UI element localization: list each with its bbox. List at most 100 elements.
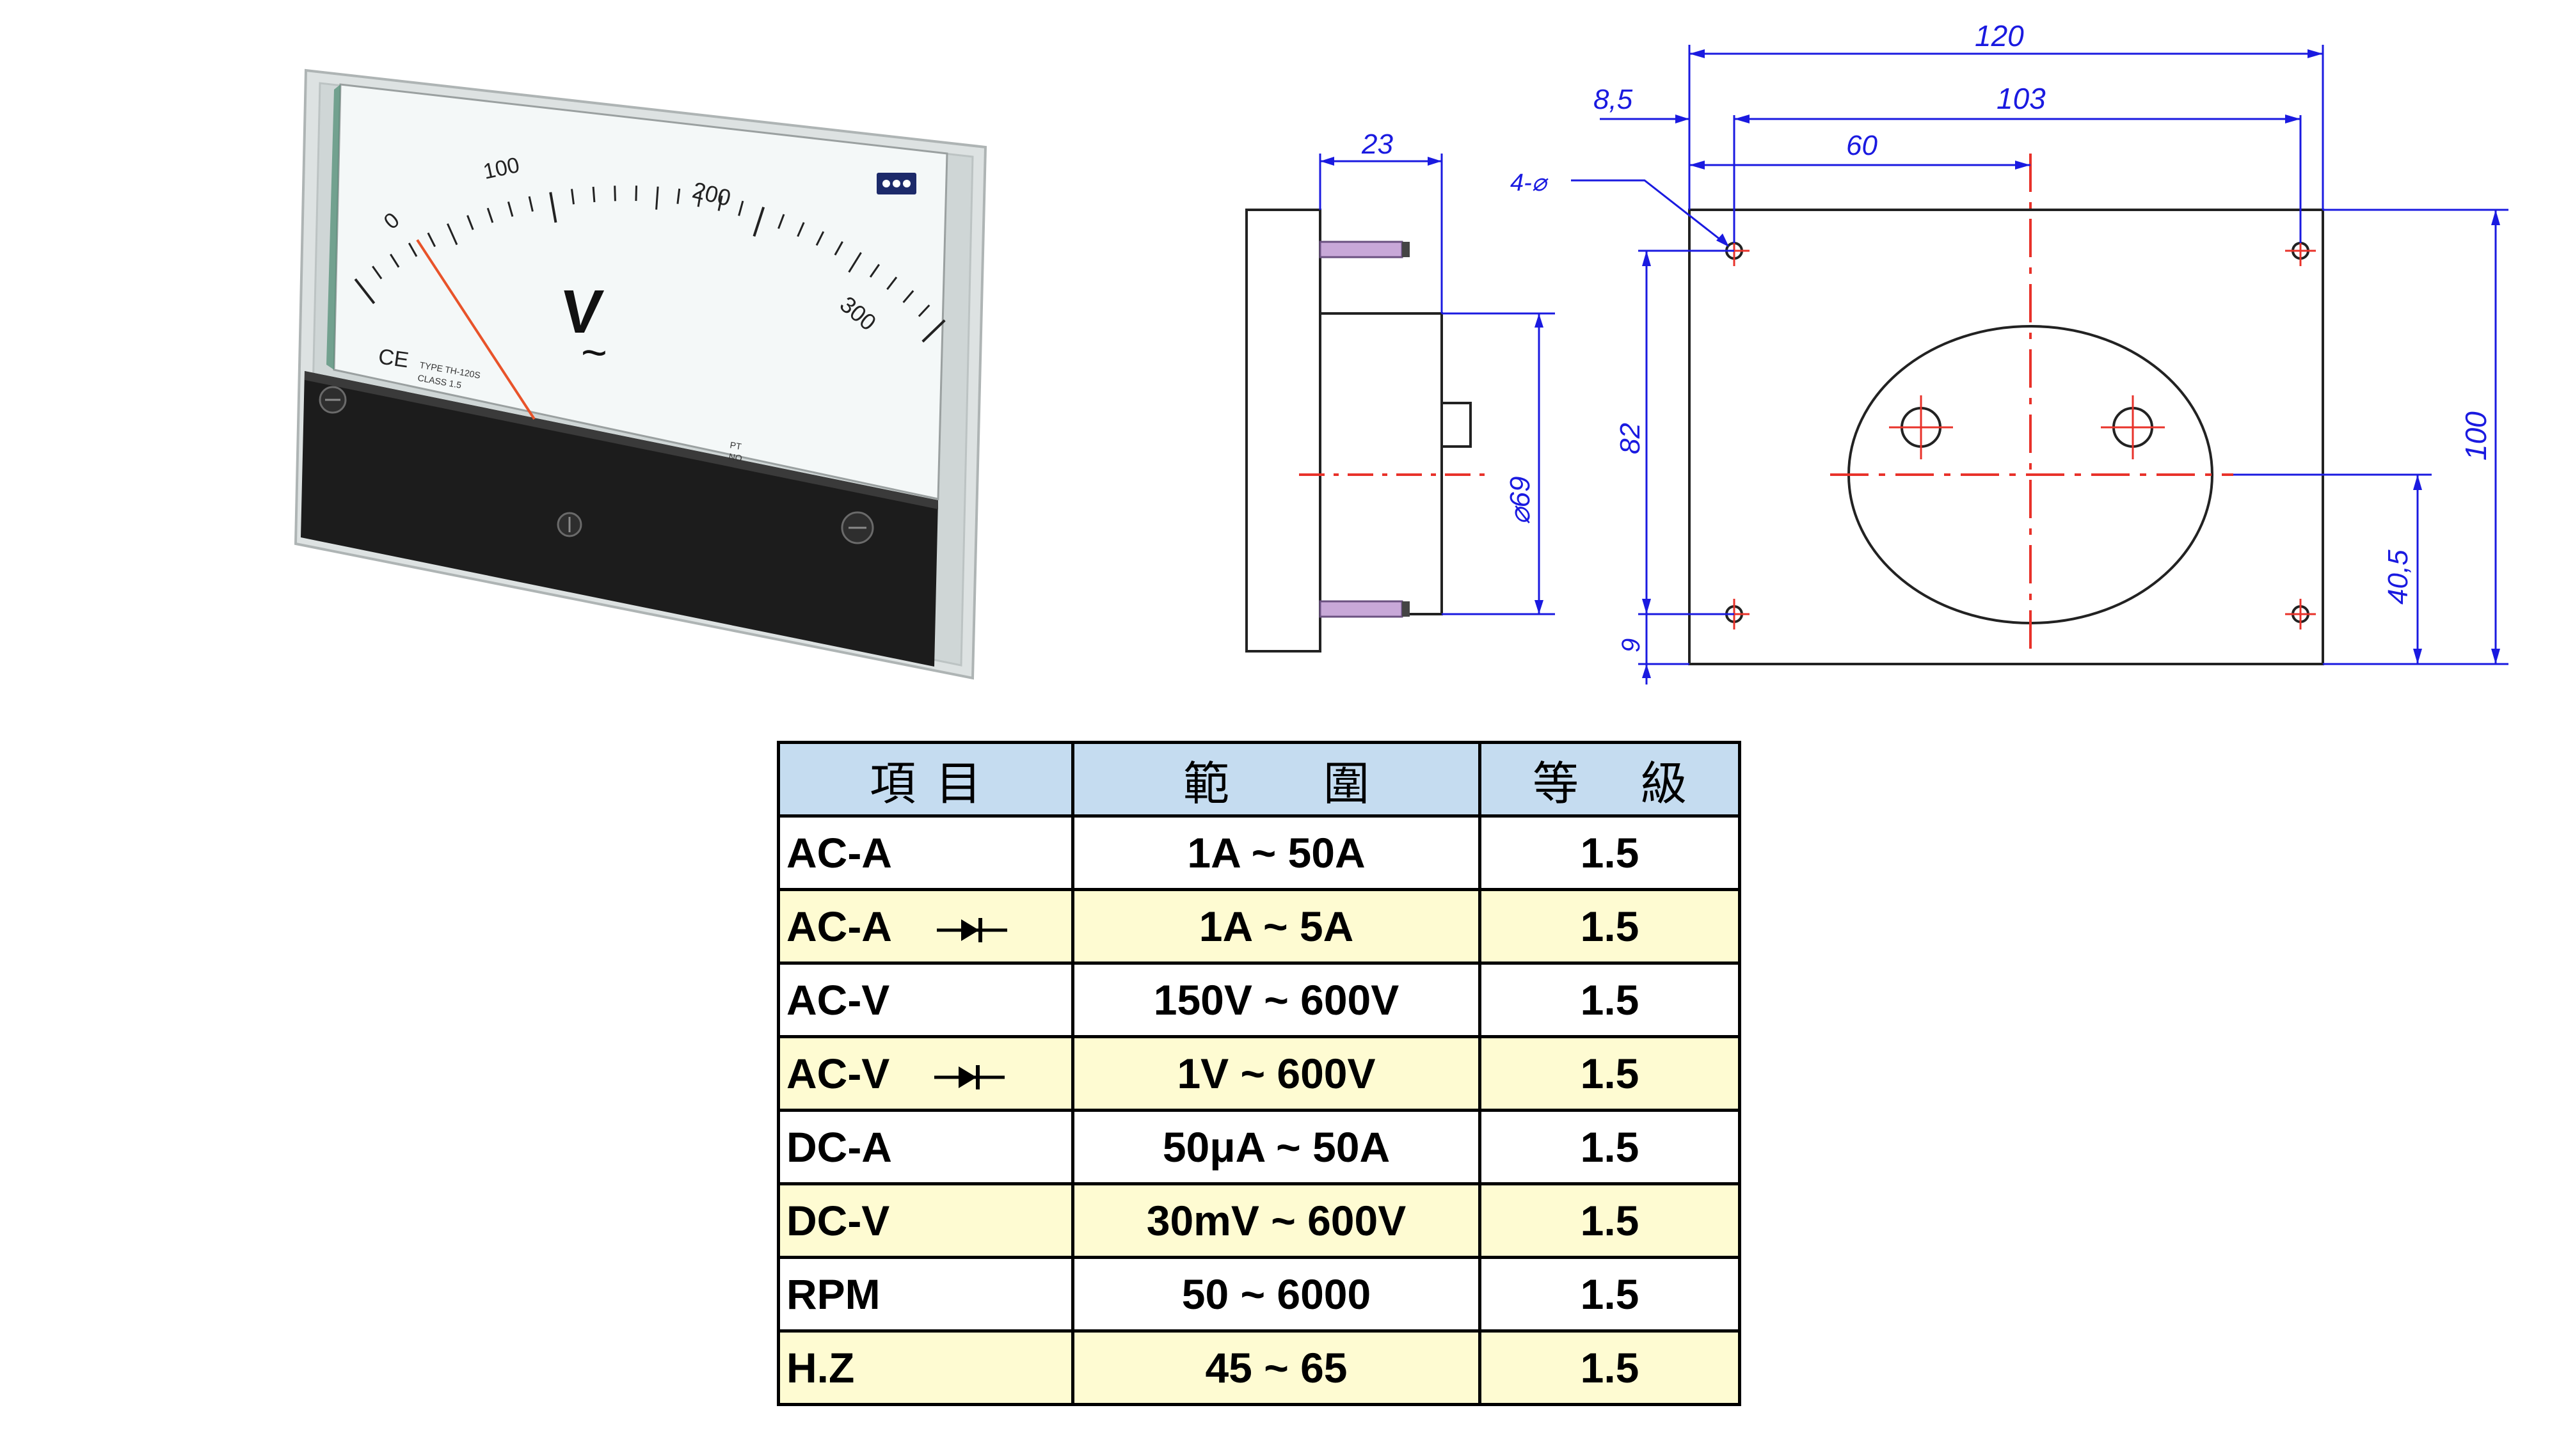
header-item: 項目 <box>777 741 1074 818</box>
cell-item: RPM <box>777 1256 1074 1333</box>
dim-bottom: 9 <box>1617 638 1645 653</box>
front-panel-outline <box>1688 209 2324 665</box>
cell-grade: 1.5 <box>1478 1256 1741 1333</box>
scale-tick <box>528 196 534 212</box>
scale-tick <box>372 265 383 280</box>
dim-offset: 8,5 <box>1593 84 1633 115</box>
dim-hole-span: 103 <box>1997 82 2046 115</box>
terminal-hole-icon <box>1889 395 2165 459</box>
unit-symbol: V <box>558 278 606 346</box>
dim-hole-vertical: 82 <box>1614 423 1646 454</box>
scale-tick <box>466 215 474 230</box>
item-label: H.Z <box>786 1344 855 1391</box>
cell-item: DC-A <box>777 1109 1074 1185</box>
cell-range: 50μA ~ 50A <box>1071 1109 1481 1185</box>
item-label: AC-A <box>786 829 892 876</box>
meter-scale-ticks <box>354 186 946 343</box>
scale-tick <box>869 264 881 278</box>
mounting-stud <box>1319 600 1403 618</box>
header-grade-char: 等 <box>1533 756 1579 811</box>
item-label: AC-A <box>786 903 892 950</box>
item-label: AC-V <box>786 1050 890 1097</box>
scale-tick <box>635 186 637 202</box>
header-range-char: 圍 <box>1323 756 1369 811</box>
meter-pt-text: PT <box>729 439 742 452</box>
ac-symbol: ~ <box>581 328 607 377</box>
item-label: DC-A <box>786 1123 892 1171</box>
cell-item: AC-A <box>777 888 1074 965</box>
scale-tick <box>408 242 418 257</box>
cell-grade: 1.5 <box>1478 961 1741 1038</box>
scale-tick <box>592 186 596 203</box>
meter-face <box>333 83 948 500</box>
scale-tick <box>486 207 494 223</box>
cell-range: 150V ~ 600V <box>1071 961 1481 1038</box>
cell-item: AC-V <box>777 1035 1074 1112</box>
scale-tick <box>655 186 659 210</box>
meter-needle <box>416 239 536 420</box>
header-grade: 等級 <box>1478 741 1741 818</box>
cell-grade: 1.5 <box>1478 1182 1741 1259</box>
cell-grade: 1.5 <box>1478 1035 1741 1112</box>
meter-body <box>301 371 938 667</box>
header-item-char: 目 <box>935 756 982 811</box>
cell-grade: 1.5 <box>1478 1109 1741 1185</box>
mounting-hole-icon <box>1719 235 2316 629</box>
scale-tick <box>354 278 376 305</box>
scale-tick <box>815 231 825 246</box>
scale-tick <box>777 214 785 229</box>
mounting-stud <box>1319 241 1403 258</box>
scale-tick <box>614 186 616 202</box>
cell-range: 1A ~ 5A <box>1071 888 1481 965</box>
rectifier-diode-icon <box>936 917 1007 942</box>
meter-no-text: NO <box>728 451 743 463</box>
rectifier-diode-icon <box>934 1064 1005 1089</box>
dim-height: 100 <box>2459 411 2492 461</box>
item-label: DC-V <box>786 1197 890 1244</box>
scale-tick <box>676 188 681 204</box>
item-label: RPM <box>786 1270 881 1318</box>
screw-icon <box>319 386 874 544</box>
cell-item: AC-A <box>777 814 1074 891</box>
front-view-drawing: 120 8,5 103 60 4-⌀ 82 9 100 40,5 <box>1510 19 2508 684</box>
scale-tick <box>848 252 862 273</box>
cell-range: 50 ~ 6000 <box>1071 1256 1481 1333</box>
dim-diameter: ⌀69 <box>1504 477 1536 525</box>
cell-range: 30mV ~ 600V <box>1071 1182 1481 1259</box>
cell-item: H.Z <box>777 1329 1074 1406</box>
cell-grade: 1.5 <box>1478 1329 1741 1406</box>
side-body <box>1319 312 1443 615</box>
cell-range: 1A ~ 50A <box>1071 814 1481 891</box>
cell-grade: 1.5 <box>1478 888 1741 965</box>
scale-tick <box>571 189 575 205</box>
cell-grade: 1.5 <box>1478 814 1741 891</box>
scale-tick <box>717 195 723 211</box>
cell-item: AC-V <box>777 961 1074 1038</box>
scale-tick <box>834 241 843 256</box>
header-range-char: 範 <box>1183 756 1230 811</box>
dim-holes-note: 4-⌀ <box>1510 170 1549 196</box>
side-view-drawing: 23 ⌀69 <box>1245 129 1555 653</box>
scale-tick <box>921 319 946 343</box>
scale-tick <box>549 192 557 223</box>
scale-tick <box>447 223 458 246</box>
header-grade-char: 級 <box>1640 756 1687 811</box>
table-header-row: 項目 範圍 等級 <box>777 741 1741 818</box>
dim-depth: 23 <box>1361 129 1393 160</box>
scale-tick <box>753 207 765 237</box>
scale-tick <box>918 304 930 317</box>
item-label: AC-V <box>786 976 890 1024</box>
meter-photo: 0 100 200 300 V ~ CE TYPE TH-120S CLASS … <box>294 68 987 680</box>
header-range: 範圍 <box>1071 741 1481 818</box>
scale-tick <box>797 222 805 237</box>
scale-tick <box>427 232 436 248</box>
scale-tick <box>697 191 702 207</box>
